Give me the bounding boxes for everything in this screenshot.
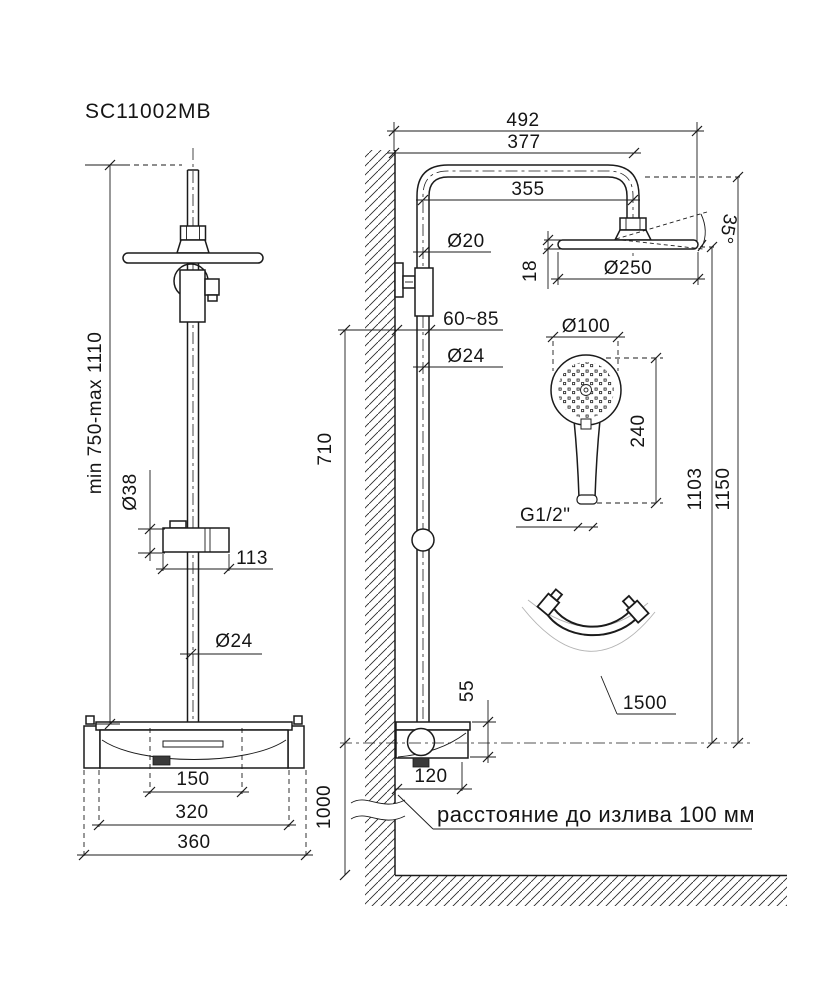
- hose-swing-arc: [521, 606, 656, 652]
- dim-377: 377: [507, 132, 540, 153]
- dim-1150: 1150: [713, 468, 734, 511]
- model-code: SC11002MB: [85, 100, 212, 123]
- floor-hatch: [365, 876, 787, 906]
- dim-d38: Ø38: [120, 473, 141, 510]
- hose-fitting-right: [621, 594, 650, 624]
- angle-indicator: [615, 211, 708, 252]
- dim-g12: G1/2": [520, 505, 570, 526]
- spout-distance-note: расстояние до излива 100 мм: [437, 802, 755, 827]
- wall-bracket: [394, 262, 434, 317]
- dim-355: 355: [511, 179, 544, 200]
- right-figure: [340, 164, 750, 768]
- dim-18: 18: [520, 260, 541, 282]
- overhead-shower-front: [122, 225, 264, 264]
- slider-holder-front: [162, 520, 230, 553]
- wall-break-upper: [350, 799, 406, 805]
- dim-113: 113: [236, 548, 268, 569]
- diverter-front: [173, 263, 220, 323]
- dim-d20: Ø20: [447, 231, 484, 252]
- dim-492: 492: [506, 110, 539, 131]
- dim-360: 360: [177, 832, 210, 853]
- slider-ball: [411, 528, 435, 552]
- riser-centerline: [422, 170, 634, 765]
- dim-60-85: 60~85: [443, 309, 499, 330]
- right-dimensions: [338, 122, 752, 881]
- dim-240: 240: [628, 414, 649, 447]
- left-pipe: [186, 169, 200, 722]
- riser-and-arm: [416, 164, 640, 765]
- dim-d250: Ø250: [604, 258, 652, 279]
- dim-55: 55: [457, 680, 478, 702]
- hose-fitting-left: [536, 588, 564, 617]
- wall-break-mask: [351, 799, 405, 821]
- dim-d24-right: Ø24: [447, 346, 484, 367]
- dim-d24-left: Ø24: [215, 631, 252, 652]
- mixer-body: [395, 721, 471, 768]
- wall-hatch: [365, 150, 395, 876]
- wall-section: [350, 150, 787, 906]
- dim-1500: 1500: [623, 693, 667, 714]
- hand-shower: [550, 354, 622, 505]
- labels: SC11002MB 492 377 355 35° Ø20 18 Ø250 60…: [85, 100, 755, 853]
- wall-break-lower: [350, 815, 406, 821]
- shower-hose: [521, 588, 656, 652]
- left-dimensions: [77, 159, 313, 861]
- dim-120: 120: [414, 766, 447, 787]
- dim-710: 710: [315, 432, 336, 465]
- left-figure: [83, 148, 305, 769]
- dim-min-max: min 750-max 1110: [85, 332, 106, 495]
- dim-d100: Ø100: [562, 316, 610, 337]
- shelf-front: [83, 715, 305, 769]
- dim-1000: 1000: [314, 785, 335, 829]
- dim-150: 150: [176, 769, 209, 790]
- dim-1103: 1103: [685, 468, 706, 511]
- dim-35deg: 35°: [714, 212, 740, 245]
- dim-320: 320: [175, 802, 208, 823]
- overhead-shower-side: [557, 217, 699, 250]
